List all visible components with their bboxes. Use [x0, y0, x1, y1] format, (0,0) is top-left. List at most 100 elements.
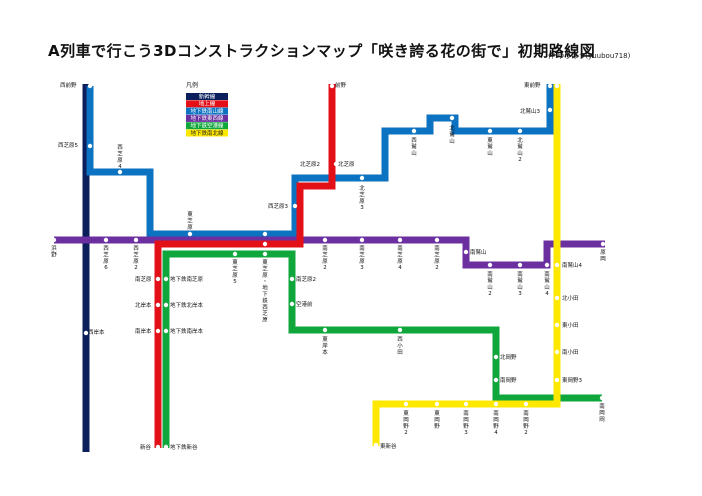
- station-dot[interactable]: [163, 302, 169, 308]
- station-dot[interactable]: [292, 203, 298, 209]
- station-label: 南芝原2: [296, 275, 316, 283]
- station-dot[interactable]: [434, 237, 440, 243]
- station-label: 北鷲山3: [520, 107, 541, 115]
- station-dot[interactable]: [517, 262, 523, 268]
- station-label: 南岡岡: [599, 402, 605, 423]
- station-label: 原岡: [600, 249, 606, 262]
- station-dot[interactable]: [517, 128, 523, 134]
- station-dot[interactable]: [449, 115, 455, 121]
- station-dot[interactable]: [87, 143, 93, 149]
- station-dot[interactable]: [322, 327, 328, 333]
- station-dot[interactable]: [155, 328, 161, 334]
- station-label: 地下鉄南芝原: [170, 275, 204, 283]
- station-label: 東芝原・地下鉄西芝原: [262, 258, 268, 324]
- station-dot[interactable]: [333, 161, 339, 167]
- station-dot[interactable]: [262, 231, 268, 237]
- station-label: 東鷲山: [487, 136, 493, 157]
- station-label: 浜野: [51, 244, 57, 258]
- station-dot[interactable]: [51, 237, 57, 243]
- station-dot[interactable]: [493, 354, 499, 360]
- legend-label: 地下鉄空港線: [190, 122, 224, 130]
- station-dot[interactable]: [133, 237, 139, 243]
- station-dot[interactable]: [83, 330, 89, 336]
- station-dot[interactable]: [289, 276, 295, 282]
- station-dot[interactable]: [599, 395, 605, 401]
- station-dot[interactable]: [373, 442, 379, 448]
- legend-swatch: [186, 107, 228, 115]
- station-label: 北芝原2: [300, 160, 320, 168]
- station-dot[interactable]: [103, 237, 109, 243]
- station-label: 北鷲山: [449, 124, 455, 145]
- station-dot[interactable]: [359, 237, 365, 243]
- station-label: 西岸本: [88, 328, 105, 336]
- station-dot[interactable]: [544, 262, 550, 268]
- station-dot[interactable]: [523, 401, 529, 407]
- station-dot[interactable]: [411, 128, 417, 134]
- station-dot[interactable]: [554, 295, 560, 301]
- station-dot[interactable]: [554, 262, 560, 268]
- station-dot[interactable]: [547, 83, 553, 89]
- station-dot[interactable]: [434, 401, 440, 407]
- station-dot[interactable]: [232, 251, 238, 257]
- legend-label: 地下鉄南北線: [190, 129, 224, 137]
- station-dot[interactable]: [187, 231, 193, 237]
- station-dot[interactable]: [359, 175, 365, 181]
- legend-swatch: [186, 93, 228, 100]
- station-dot[interactable]: [397, 237, 403, 243]
- station-dot[interactable]: [397, 327, 403, 333]
- station-dot[interactable]: [554, 83, 560, 89]
- station-dot[interactable]: [329, 83, 335, 89]
- station-dot[interactable]: [487, 262, 493, 268]
- station-dot[interactable]: [262, 241, 268, 247]
- station-label: 東新谷: [380, 442, 397, 450]
- station-label: 前野: [335, 81, 347, 89]
- station-dot[interactable]: [163, 328, 169, 334]
- station-dot[interactable]: [463, 401, 469, 407]
- legend-swatch: [186, 100, 228, 108]
- station-label: 南鷲山4: [562, 261, 583, 269]
- station-dot[interactable]: [554, 349, 560, 355]
- station-dot[interactable]: [493, 377, 499, 383]
- station-dot[interactable]: [163, 444, 169, 450]
- legend-swatch: [186, 114, 228, 122]
- station-dot[interactable]: [155, 444, 161, 450]
- station-label: 北岸本: [135, 301, 152, 309]
- station-dot[interactable]: [403, 401, 409, 407]
- station-label: 東前野: [524, 81, 541, 89]
- station-dot[interactable]: [262, 251, 268, 257]
- station-dot[interactable]: [554, 322, 560, 328]
- station-dot[interactable]: [554, 377, 560, 383]
- station-dot[interactable]: [289, 301, 295, 307]
- station-label: 南小田: [562, 348, 579, 356]
- station-dot[interactable]: [117, 169, 123, 175]
- station-label: 北岡野: [500, 353, 517, 361]
- station-label: 地下鉄南岸本: [170, 327, 204, 335]
- line-minamiyama: [86, 84, 554, 238]
- station-dot[interactable]: [487, 128, 493, 134]
- station-dot[interactable]: [87, 83, 93, 89]
- station-label: 西芝原3: [268, 202, 289, 210]
- station-label: 新谷: [140, 443, 152, 451]
- station-dot[interactable]: [163, 276, 169, 282]
- station-dot[interactable]: [155, 302, 161, 308]
- station-dot[interactable]: [600, 241, 606, 247]
- station-dot[interactable]: [323, 161, 329, 167]
- station-dot[interactable]: [547, 107, 553, 113]
- legend-heading: 凡例: [186, 81, 198, 89]
- station-dot[interactable]: [155, 276, 161, 282]
- station-dot[interactable]: [493, 401, 499, 407]
- station-dot[interactable]: [463, 249, 469, 255]
- station-dot[interactable]: [322, 237, 328, 243]
